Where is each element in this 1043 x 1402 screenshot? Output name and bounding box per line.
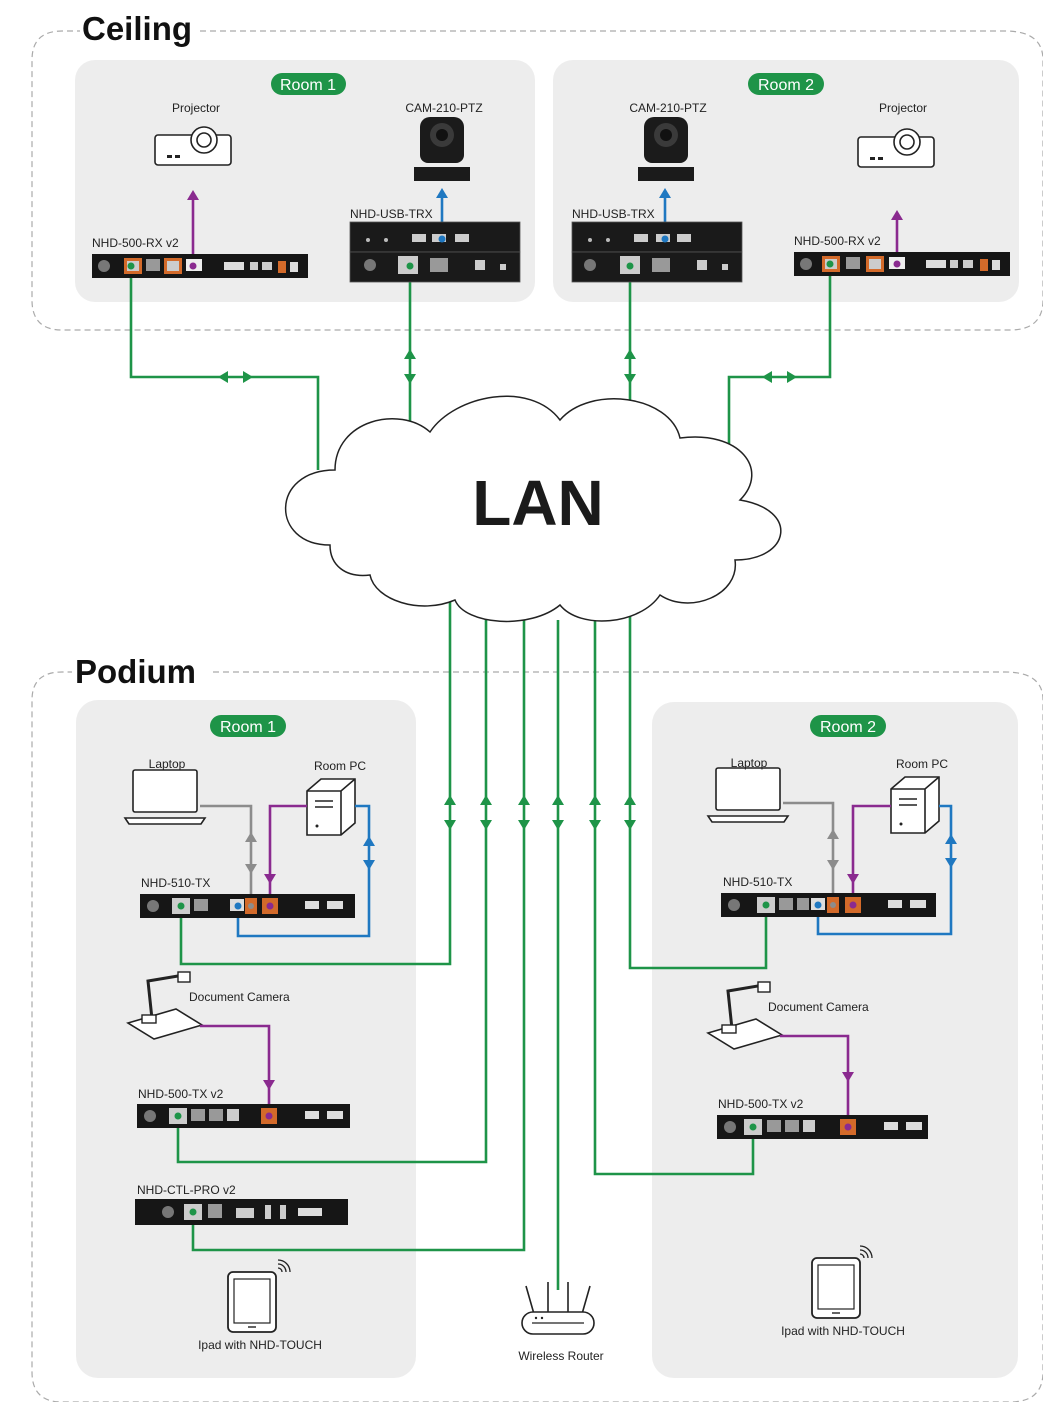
podium-zone-title: Podium [75,653,196,690]
document-camera-icon [126,971,204,1040]
ceiling-zone-title: Ceiling [82,10,192,47]
podium-r1-pc-label: Room PC [314,759,366,773]
projector-icon [154,126,232,166]
usb-arrow [659,188,671,198]
podium-r1-510tx-label: NHD-510-TX [141,876,210,890]
podium-r1-laptop-link [200,804,253,836]
podium-r2-500tx-label: NHD-500-TX v2 [718,1097,804,1111]
podium-r2-doccam-label: Document Camera [768,1000,869,1014]
podium-room2-panel [652,702,1018,1378]
podium-r2-510tx-label: NHD-510-TX [723,875,792,889]
wireless-router-icon [521,1282,595,1335]
desktop-pc-icon [890,776,940,834]
ceiling-r2-projector-label: Projector [879,101,927,115]
podium-r2-pc-hdmi-link [851,804,891,903]
podium-r2-laptop-label: Laptop [731,756,768,770]
ceiling-room1-pill: Room 1 [271,73,346,95]
podium-r1-ctl-label: NHD-CTL-PRO v2 [137,1183,236,1197]
tablet-icon [811,1257,861,1319]
podium-r1-laptop-label: Laptop [149,757,186,771]
ceiling-zone-outline [31,30,1043,331]
podium-r2-pc-label: Room PC [896,757,948,771]
nhd-510-tx-device [721,893,936,917]
podium-r1-500tx-label: NHD-500-TX v2 [138,1087,224,1101]
laptop-icon [123,769,207,825]
svg-text:Room 1: Room 1 [220,719,276,736]
ceiling-r2-camera-label: CAM-210-PTZ [629,101,706,115]
desktop-pc-icon [306,778,356,836]
router-label: Wireless Router [518,1349,603,1363]
tablet-icon [227,1271,277,1333]
hdmi-arrow [891,210,903,220]
nhd-500-rx-device [794,252,1010,276]
nhd-ctl-pro-device [135,1199,348,1225]
svg-text:Room 2: Room 2 [758,77,814,94]
laptop-icon [706,767,790,823]
link-podium-r1-510tx [179,596,452,966]
hdmi-arrow [187,190,199,200]
ceiling-r1-rx-label: NHD-500-RX v2 [92,236,179,250]
podium-room2-pill: Room 2 [810,715,886,737]
ceiling-r1-projector-label: Projector [172,101,220,115]
link-podium-r2-500tx [593,594,755,1176]
ceiling-r1-usb-label: NHD-USB-TRX [350,207,433,221]
nhd-500-tx-device [717,1115,928,1139]
podium-r2-ipad-label: Ipad with NHD-TOUCH [781,1324,905,1338]
nhd-usb-trx-device [571,221,743,283]
projector-icon [857,128,935,168]
podium-r1-pc-hdmi-link [268,804,307,903]
svg-text:Room 2: Room 2 [820,719,876,736]
podium-r2-doccam-link [780,1034,850,1122]
ceiling-r2-rx-label: NHD-500-RX v2 [794,234,881,248]
network-arrows [218,349,797,830]
nhd-500-tx-device [137,1104,350,1128]
ceiling-room2-pill: Room 2 [748,73,824,95]
link-podium-r1-500tx [176,614,488,1164]
podium-zone-outline [31,671,1043,1402]
podium-r2-pc-usb-link [816,804,953,936]
nhd-500-rx-device [92,254,308,278]
svg-text:Room 1: Room 1 [280,77,336,94]
nhd-usb-trx-device [349,221,521,283]
link-podium-r2-510tx [628,596,768,970]
wifi-icon [859,1245,873,1259]
ceiling-r1-camera-label: CAM-210-PTZ [405,101,482,115]
podium-r1-pc-usb-link [236,804,371,938]
nhd-510-tx-device [140,894,355,918]
link-ceiling-r2-rx [727,268,832,470]
podium-r1-ipad-label: Ipad with NHD-TOUCH [198,1338,322,1352]
ceiling-r2-usb-label: NHD-USB-TRX [572,207,655,221]
ptz-camera-icon [638,117,694,181]
podium-room1-pill: Room 1 [210,715,286,737]
lan-label: LAN [472,467,604,539]
podium-r1-doccam-label: Document Camera [189,990,290,1004]
usb-arrow [436,188,448,198]
lan-cloud: LAN [284,395,782,623]
wifi-icon [277,1259,291,1273]
link-podium-r1-ctl [191,620,526,1252]
ptz-camera-icon [414,117,470,181]
